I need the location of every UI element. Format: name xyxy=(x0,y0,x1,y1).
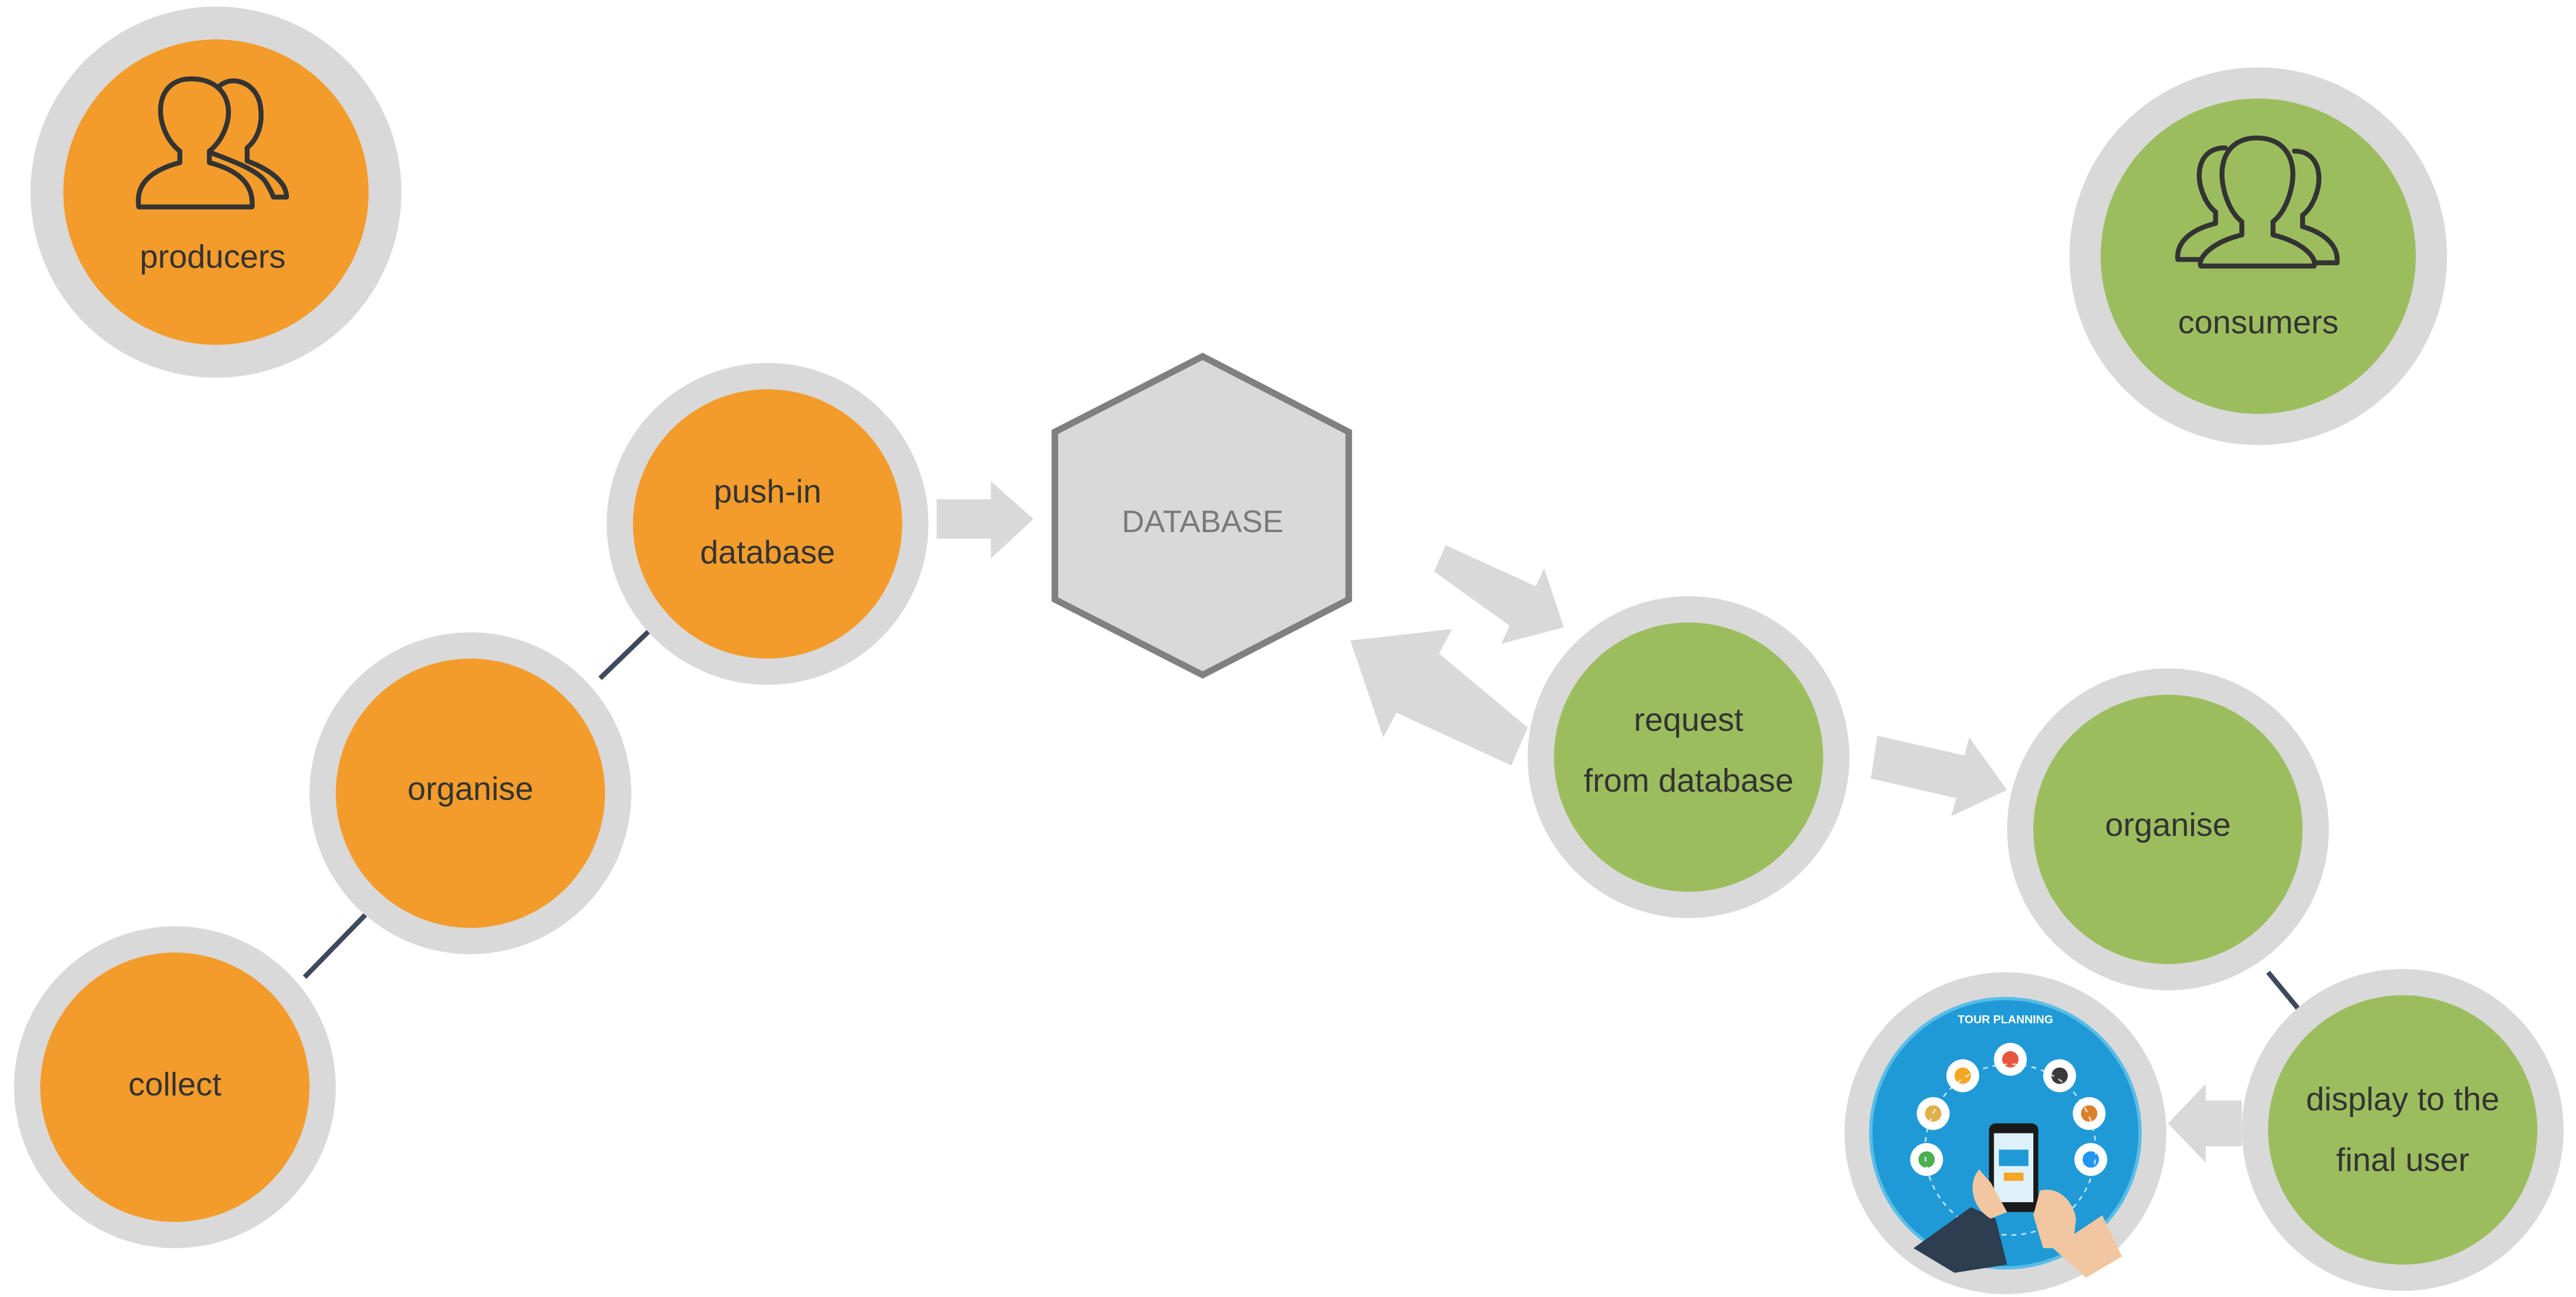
request-label-line1: request xyxy=(1634,702,1743,738)
request-label-line2: from database xyxy=(1584,763,1794,799)
arrow-request-to-database xyxy=(1350,629,1528,765)
push-label-line1: push-in xyxy=(714,474,821,510)
request-from-database-node: request from database xyxy=(1528,596,1850,918)
consumer-organise-node: organise xyxy=(2007,668,2329,990)
arrow-database-to-request xyxy=(1434,545,1564,644)
arrow-request-to-organise xyxy=(1870,735,2007,817)
consumers-node: consumers xyxy=(2069,67,2447,445)
tour-planning-phone-icon xyxy=(1910,1043,2122,1278)
database-hexagon xyxy=(1051,353,1352,679)
connector-organise-push xyxy=(598,629,651,680)
people-icon xyxy=(2175,135,2340,269)
tour-planning-node: TOUR PLANNING xyxy=(1844,972,2167,1294)
tour-planning-title: TOUR PLANNING xyxy=(1958,1014,2053,1026)
producer-connectors xyxy=(303,629,651,979)
display-final-user-node: display to the final user xyxy=(2242,969,2564,1291)
display-label-line1: display to the xyxy=(2306,1081,2499,1118)
arrow-push-to-database xyxy=(937,481,1034,559)
connector-collect-organise xyxy=(303,913,367,979)
people-icon xyxy=(136,76,290,210)
database-label: DATABASE xyxy=(1122,504,1283,539)
arrow-to-final-user xyxy=(2168,1083,2242,1163)
consumer-organise-label: organise xyxy=(2105,807,2231,843)
push-in-database-node: push-in database xyxy=(606,363,929,685)
consumers-label: consumers xyxy=(2178,304,2339,341)
collect-label: collect xyxy=(128,1066,221,1103)
producer-organise-node: organise xyxy=(309,632,632,955)
producers-label: producers xyxy=(140,239,286,275)
connector-organise-display xyxy=(2266,970,2301,1012)
collect-node: collect xyxy=(14,926,336,1249)
producer-organise-label: organise xyxy=(408,771,534,807)
display-label-line2: final user xyxy=(2336,1142,2469,1178)
producers-node: producers xyxy=(30,6,402,378)
database-node: DATABASE xyxy=(1051,353,1352,679)
push-label-line2: database xyxy=(700,534,835,571)
flow-arrows xyxy=(937,481,2242,1163)
